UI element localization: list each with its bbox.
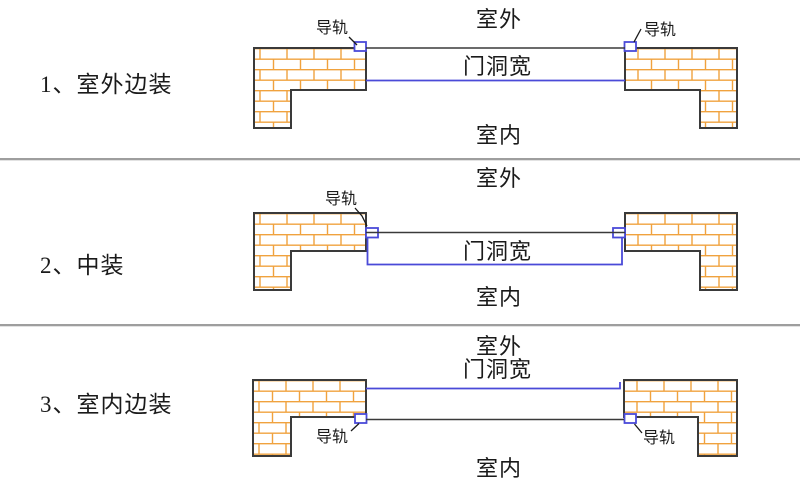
section-1-title: 1、室外边装 (40, 72, 173, 97)
right-wall (624, 47, 738, 129)
left-wall (253, 212, 367, 291)
leader-line-left (350, 423, 360, 432)
section-divider (0, 324, 800, 327)
outdoor-label: 室外 (476, 166, 523, 191)
track-section-left (353, 41, 367, 52)
right-wall (624, 212, 738, 291)
outdoor-label: 室外 (476, 7, 523, 32)
section-3-title: 3、室内边装 (40, 392, 173, 417)
door-width-label: 门洞宽 (463, 239, 533, 264)
track-label-left: 导轨 (325, 191, 358, 208)
left-wall (252, 379, 367, 457)
section-2-drawing (253, 207, 738, 291)
track-section-right (623, 413, 637, 424)
track-label-left: 导轨 (316, 20, 349, 37)
door-width-label: 门洞宽 (463, 357, 533, 382)
section-3-drawing (252, 379, 738, 457)
track-label-right: 导轨 (643, 430, 676, 447)
section-2-title: 2、中装 (40, 253, 125, 278)
track-label-right: 导轨 (644, 22, 677, 39)
door-width-line (366, 238, 623, 266)
track-section-right (623, 41, 637, 52)
leader-line-left (348, 36, 358, 46)
door-width-line (366, 382, 621, 390)
track-section-left (354, 413, 368, 424)
door-width-label: 门洞宽 (463, 54, 533, 79)
right-wall (623, 379, 738, 457)
leader-line-right (634, 423, 643, 434)
track-label-left: 导轨 (316, 429, 349, 446)
indoor-label: 室内 (476, 285, 523, 310)
leader-line-left (354, 207, 368, 227)
leader-line-right (633, 28, 642, 43)
indoor-label: 室内 (476, 123, 523, 148)
section-1-drawing (253, 28, 738, 129)
section-divider (0, 158, 800, 161)
left-wall (253, 47, 367, 129)
indoor-label: 室内 (476, 456, 523, 481)
outdoor-label: 室外 (476, 334, 523, 359)
